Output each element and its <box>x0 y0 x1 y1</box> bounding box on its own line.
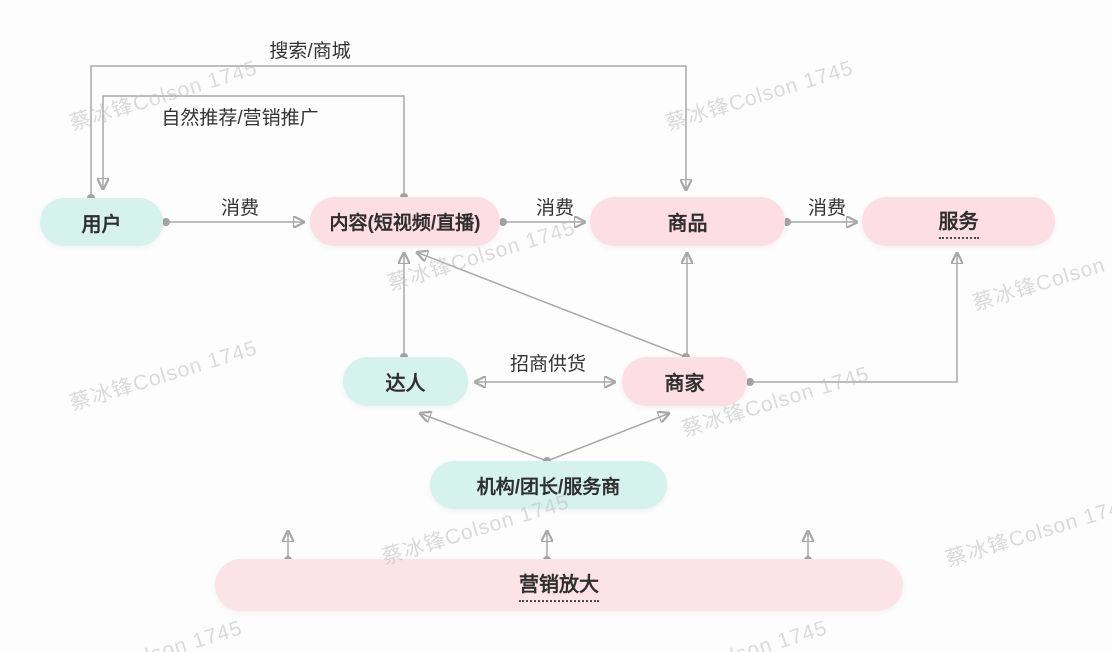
node-marketing: 营销放大 <box>215 559 903 611</box>
edge-label-natural-recommend: 自然推荐/营销推广 <box>161 108 319 129</box>
node-user-label: 用户 <box>81 213 122 236</box>
edge-user-to-product-search-mall <box>87 65 686 202</box>
edge-label-consume-user-content: 消费 <box>220 198 260 219</box>
node-product-label: 商品 <box>667 213 708 235</box>
node-agency-label: 机构/团长/服务商 <box>476 476 621 498</box>
node-merchant: 商家 <box>622 357 747 406</box>
node-product: 商品 <box>590 197 785 246</box>
edge-label-consume-product-service: 消费 <box>807 198 847 219</box>
edge-influencer-to-content <box>400 252 408 361</box>
edge-product-to-service-consume <box>783 218 858 226</box>
node-influencer-label: 达人 <box>385 373 426 395</box>
node-agency: 机构/团长/服务商 <box>430 461 667 509</box>
edge-merchant-to-service <box>746 252 957 386</box>
node-service-label: 服务 <box>938 205 979 239</box>
node-user: 用户 <box>40 198 163 246</box>
node-marketing-label: 营销放大 <box>519 568 599 602</box>
edge-label-search-mall: 搜索/商城 <box>269 41 351 62</box>
node-merchant-label: 商家 <box>664 373 705 395</box>
edge-agency-to-influencer <box>419 413 551 465</box>
edge-merchant-to-content <box>416 252 690 361</box>
edge-label-merchant-supply: 招商供货 <box>509 354 587 375</box>
node-content-label: 内容(短视频/直播) <box>329 213 481 234</box>
edge-agency-to-merchant <box>546 413 670 462</box>
edge-user-to-content-consume <box>162 218 305 226</box>
node-service: 服务 <box>862 197 1055 246</box>
edge-label-consume-content-product: 消费 <box>535 198 575 219</box>
edge-content-to-product-consume <box>499 218 586 226</box>
node-content: 内容(短视频/直播) <box>310 197 500 246</box>
node-influencer: 达人 <box>343 357 468 406</box>
